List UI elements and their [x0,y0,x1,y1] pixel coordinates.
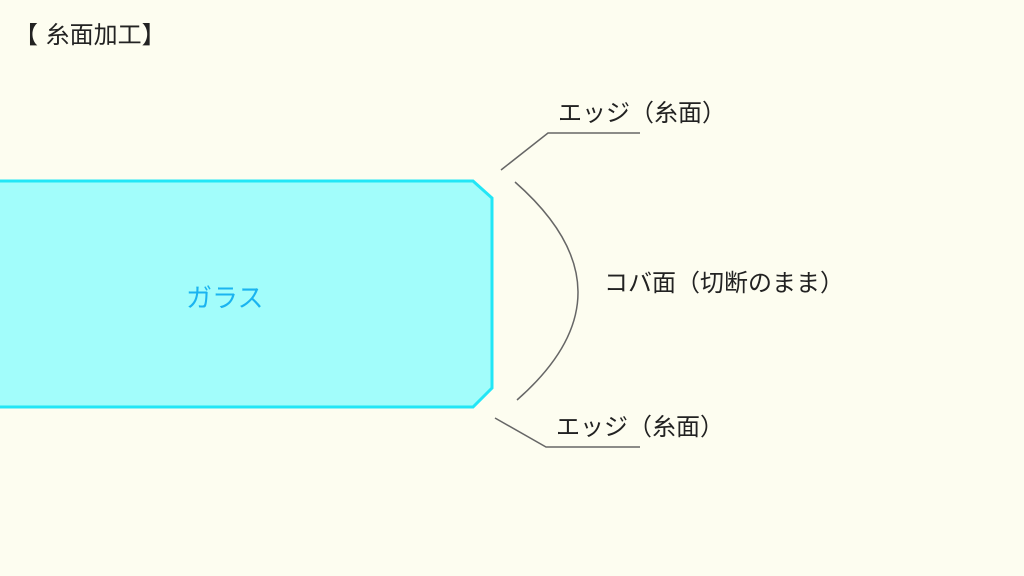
glass-label: ガラス [186,284,264,314]
page-title: 【 糸面加工】 [14,21,166,49]
edge-bottom-label: エッジ（糸面） [556,413,724,441]
edge-top-label: エッジ（糸面） [558,99,726,127]
glass-cross-section [0,179,494,409]
leader-line-edge-top [500,132,640,171]
edge-face-label: コバ面（切断のまま） [604,269,844,297]
bracket-arc-edge-face [514,181,579,401]
leader-line-edge-bottom [494,417,640,448]
